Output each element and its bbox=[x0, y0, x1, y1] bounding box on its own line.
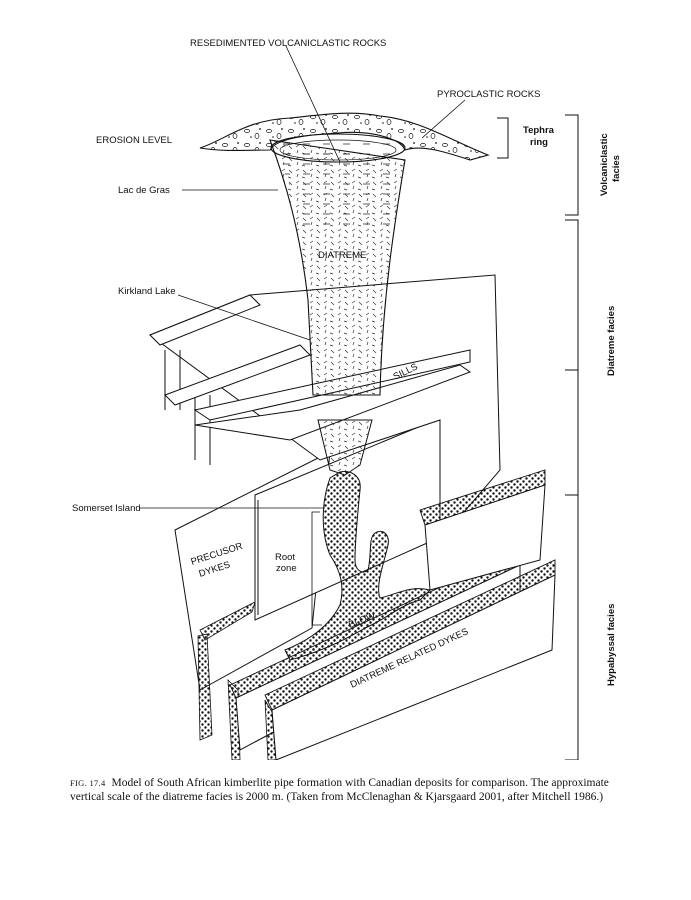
label-kirkland-lake: Kirkland Lake bbox=[118, 286, 176, 297]
caption-text: Model of South African kimberlite pipe f… bbox=[70, 777, 609, 803]
label-root-zone-2: zone bbox=[276, 563, 297, 574]
figure-number: FIG. 17.4 bbox=[70, 778, 106, 788]
label-somerset-island: Somerset Island bbox=[72, 503, 141, 514]
blow-root-zone bbox=[284, 471, 431, 661]
facies-brackets bbox=[497, 114, 579, 760]
label-diatreme: DIATREME bbox=[318, 250, 366, 261]
label-pyroclastic: PYROCLASTIC ROCKS bbox=[437, 89, 540, 100]
label-volcaniclastic-1: Volcaniclastic bbox=[599, 133, 610, 196]
kimberlite-pipe-diagram: RESEDIMENTED VOLCANICLASTIC ROCKS PYROCL… bbox=[72, 38, 622, 760]
label-resedimented: RESEDIMENTED VOLCANICLASTIC ROCKS bbox=[190, 38, 386, 49]
label-tephra-ring-1: Tephra bbox=[523, 125, 555, 136]
label-lac-de-gras: Lac de Gras bbox=[118, 185, 170, 196]
label-erosion-level: EROSION LEVEL bbox=[96, 135, 172, 146]
label-root-zone-1: Root bbox=[275, 552, 295, 563]
label-diatreme-facies: Diatreme facies bbox=[606, 306, 617, 376]
tephra-ring bbox=[199, 112, 490, 161]
label-hypabyssal-facies: Hypabyssal facies bbox=[606, 604, 617, 686]
label-tephra-ring-2: ring bbox=[530, 137, 548, 148]
diatreme-pipe bbox=[269, 133, 406, 476]
label-volcaniclastic-2: facies bbox=[611, 155, 622, 182]
diatreme-related-dykes bbox=[227, 469, 556, 760]
leader-lines bbox=[140, 45, 466, 626]
